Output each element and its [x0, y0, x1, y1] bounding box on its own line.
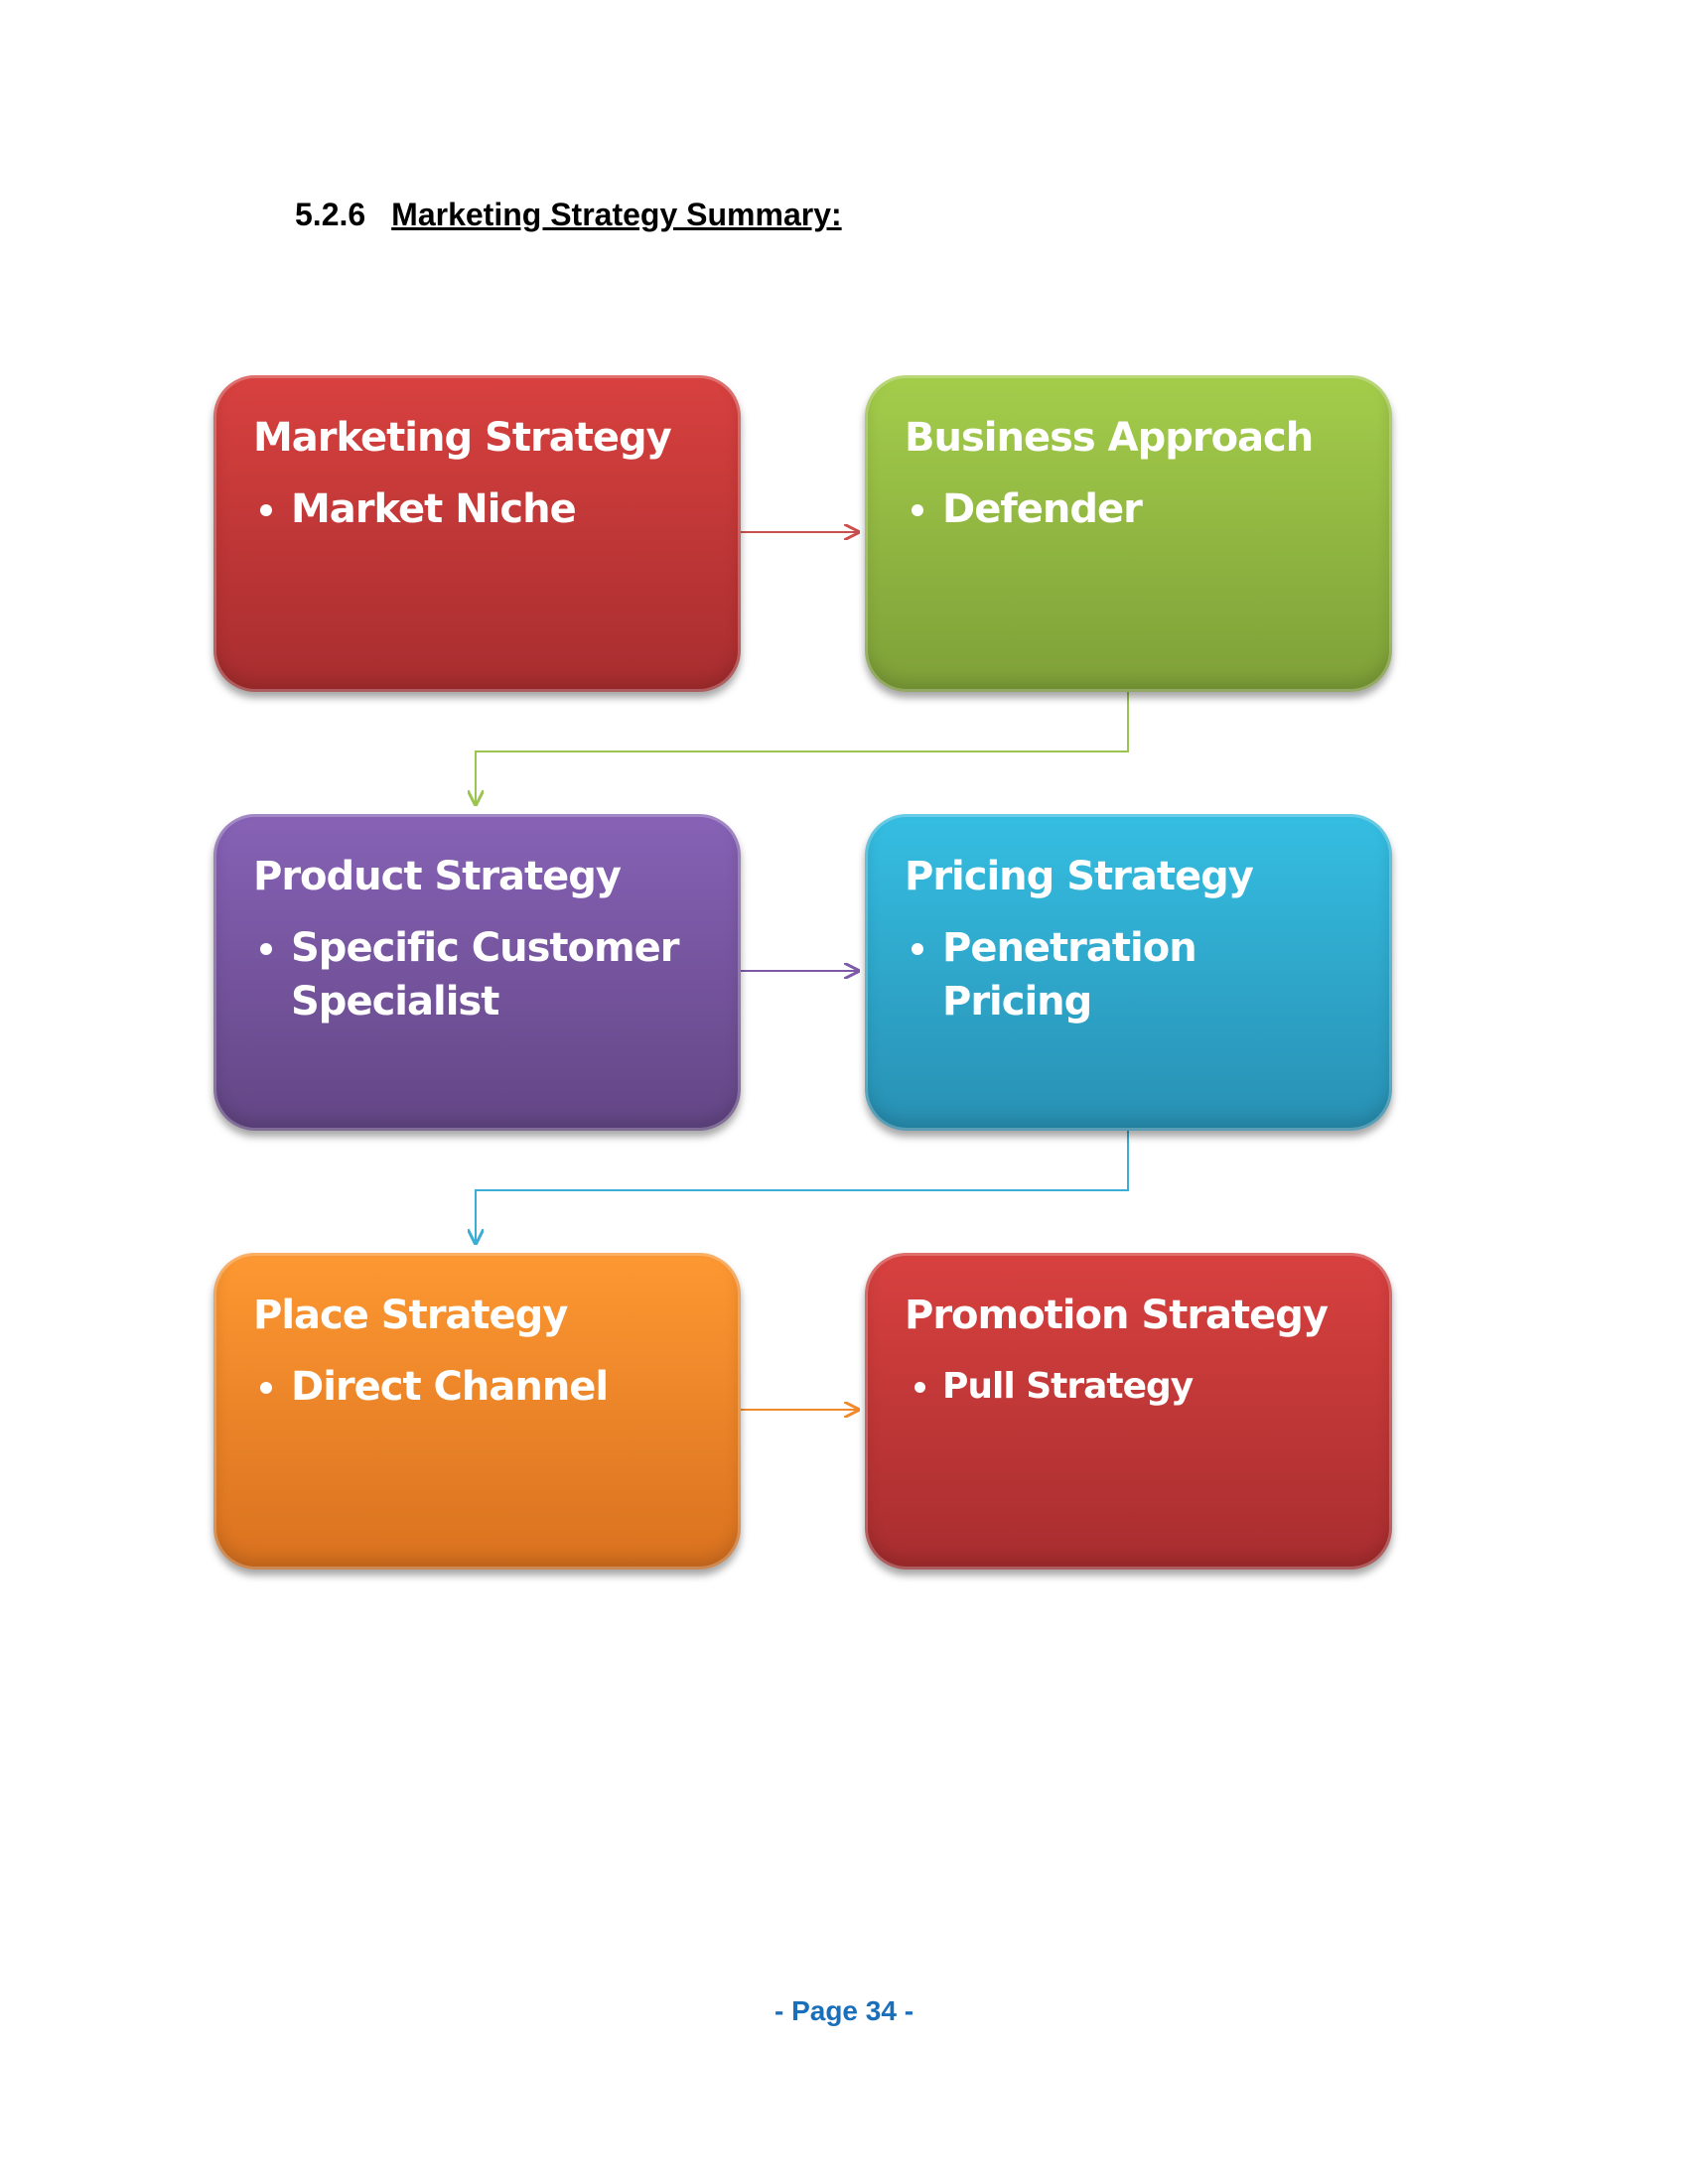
box-title: Product Strategy	[253, 854, 622, 899]
box-item: Defender	[942, 482, 1352, 536]
box-pricing-strategy: Pricing Strategy Penetration Pricing	[865, 814, 1392, 1131]
section-title: Marketing Strategy Summary:	[391, 197, 842, 232]
box-item: Market Niche	[291, 482, 701, 536]
box-item: Pull Strategy	[942, 1360, 1352, 1414]
box-product-strategy: Product Strategy Specific Customer Speci…	[213, 814, 741, 1131]
box-item: Direct Channel	[291, 1360, 701, 1414]
box-promotion-strategy: Promotion Strategy Pull Strategy	[865, 1253, 1392, 1570]
arrow-pricing-to-place	[476, 1131, 1129, 1243]
arrow-business-to-product	[476, 690, 1129, 804]
box-place-strategy: Place Strategy Direct Channel	[213, 1253, 741, 1570]
box-item: Penetration Pricing	[942, 921, 1352, 1028]
section-number: 5.2.6	[295, 197, 366, 232]
box-title: Promotion Strategy	[905, 1293, 1329, 1338]
section-heading: 5.2.6 Marketing Strategy Summary:	[295, 197, 842, 233]
box-business-approach: Business Approach Defender	[865, 375, 1392, 692]
box-item: Specific Customer Specialist	[291, 921, 701, 1028]
box-title: Business Approach	[905, 415, 1314, 461]
box-title: Pricing Strategy	[905, 854, 1254, 899]
box-title: Marketing Strategy	[253, 415, 672, 461]
box-marketing-strategy: Marketing Strategy Market Niche	[213, 375, 741, 692]
box-title: Place Strategy	[253, 1293, 568, 1338]
page-number: - Page 34 -	[774, 1995, 914, 2026]
